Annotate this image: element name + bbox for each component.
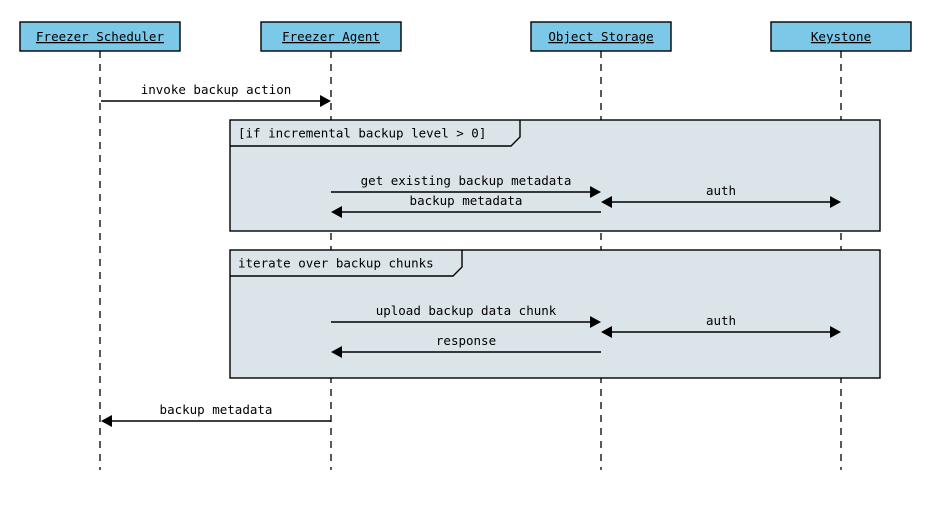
message-label: get existing backup metadata — [361, 173, 572, 188]
message-arrowhead — [601, 196, 612, 208]
fragment-body — [229, 249, 881, 379]
participant-label: Object Storage — [548, 29, 653, 44]
message-arrowhead — [590, 316, 601, 328]
message-label: auth — [706, 313, 736, 328]
participant-box[interactable] — [260, 21, 402, 52]
participant-box[interactable] — [770, 21, 912, 52]
message-backup-metadata-response: backup metadata — [331, 193, 601, 218]
message-upload-backup-data-chunk: upload backup data chunk — [331, 303, 601, 328]
message-label: response — [436, 333, 496, 348]
message-label: auth — [706, 183, 736, 198]
participant-keystone[interactable]: Keystone — [770, 21, 912, 52]
participant-label: Freezer Scheduler — [36, 29, 164, 44]
message-get-existing-backup-metadata: get existing backup metadata — [331, 173, 601, 198]
message-arrowhead — [101, 415, 112, 427]
message-arrowhead — [601, 326, 612, 338]
fragment-label: iterate over backup chunks — [238, 256, 434, 271]
participant-scheduler[interactable]: Freezer Scheduler — [19, 21, 181, 52]
message-arrowhead — [830, 326, 841, 338]
participant-storage[interactable]: Object Storage — [530, 21, 672, 52]
message-backup-metadata-final: backup metadata — [101, 402, 331, 427]
message-arrowhead — [331, 206, 342, 218]
participants-layer: Freezer Scheduler Freezer Agent Object Sto… — [19, 21, 912, 52]
fragments-layer: [if incremental backup level > 0] iterate… — [229, 119, 881, 379]
message-response: response — [331, 333, 601, 358]
fragment-tab — [230, 250, 463, 277]
message-invoke-backup-action: invoke backup action — [101, 82, 331, 107]
messages-layer: invoke backup action get existing backup … — [101, 82, 841, 427]
participant-label: Keystone — [811, 29, 871, 44]
message-label: backup metadata — [160, 402, 273, 417]
fragment-iterate-fragment: iterate over backup chunks — [229, 249, 881, 379]
message-auth-metadata: auth — [601, 183, 841, 208]
message-arrowhead — [331, 346, 342, 358]
message-auth-upload: auth — [601, 313, 841, 338]
participant-box[interactable] — [530, 21, 672, 52]
message-label: invoke backup action — [141, 82, 292, 97]
message-arrowhead — [830, 196, 841, 208]
message-arrowhead — [320, 95, 331, 107]
participant-agent[interactable]: Freezer Agent — [260, 21, 402, 52]
fragment-label: [if incremental backup level > 0] — [238, 126, 486, 141]
participant-label: Freezer Agent — [282, 29, 380, 44]
participant-box[interactable] — [19, 21, 181, 52]
fragment-tab — [230, 120, 521, 147]
message-label: backup metadata — [410, 193, 523, 208]
message-label: upload backup data chunk — [376, 303, 557, 318]
message-arrowhead — [590, 186, 601, 198]
